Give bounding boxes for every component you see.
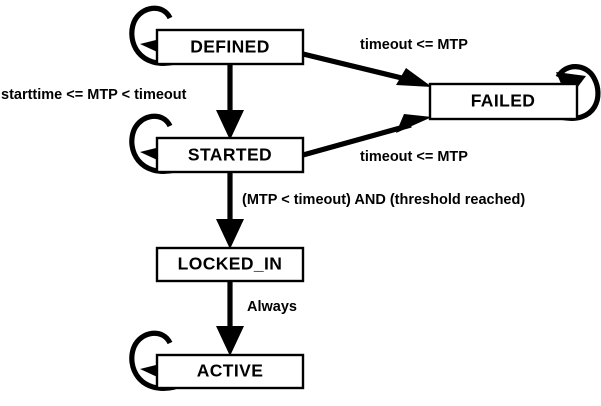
edge-label-started-to-lockedin: (MTP < timeout) AND (threshold reached) — [242, 192, 525, 208]
edge-label-defined-to-failed: timeout <= MTP — [360, 37, 468, 53]
state-node-defined[interactable]: DEFINED — [155, 28, 305, 66]
started-to-lockedin-arrowhead — [216, 219, 244, 249]
defined-to-started-arrowhead — [216, 110, 244, 140]
transition-started-to-lockedin — [216, 172, 244, 249]
transition-lockedin-to-active — [216, 281, 244, 356]
state-label-started: STARTED — [188, 145, 272, 165]
lockedin-to-active-arrowhead — [216, 326, 244, 356]
transition-defined-to-failed — [302, 51, 432, 87]
state-label-active: ACTIVE — [197, 361, 264, 381]
state-label-locked-in: LOCKED_IN — [178, 254, 283, 274]
started-to-failed-line — [302, 122, 412, 158]
state-label-failed: FAILED — [471, 91, 536, 111]
edge-label-defined-to-started: starttime <= MTP < timeout — [1, 87, 187, 103]
state-box-active — [155, 353, 305, 390]
state-box-started — [155, 136, 305, 174]
transition-started-to-failed — [302, 114, 432, 158]
edge-label-started-to-failed: timeout <= MTP — [360, 149, 468, 165]
failed-self-loop-path — [555, 64, 601, 121]
state-node-active[interactable]: ACTIVE — [155, 353, 305, 390]
active-self-loop-path — [129, 330, 176, 391]
started-self-loop-path — [129, 113, 176, 174]
state-box-locked-in — [155, 246, 305, 283]
edge-label-lockedin-to-active: Always — [247, 299, 297, 315]
transition-defined-to-started — [216, 64, 244, 140]
defined-to-failed-line — [302, 51, 415, 84]
state-label-defined: DEFINED — [190, 37, 270, 57]
state-box-failed — [428, 82, 579, 121]
state-node-started[interactable]: STARTED — [155, 136, 305, 174]
defined-to-failed-arrowhead — [396, 68, 432, 87]
state-box-defined — [155, 28, 305, 66]
started-to-failed-arrowhead — [396, 114, 432, 133]
state-node-failed[interactable]: FAILED — [428, 82, 579, 121]
defined-self-loop-path — [129, 5, 176, 66]
state-node-locked-in[interactable]: LOCKED_IN — [155, 246, 305, 283]
